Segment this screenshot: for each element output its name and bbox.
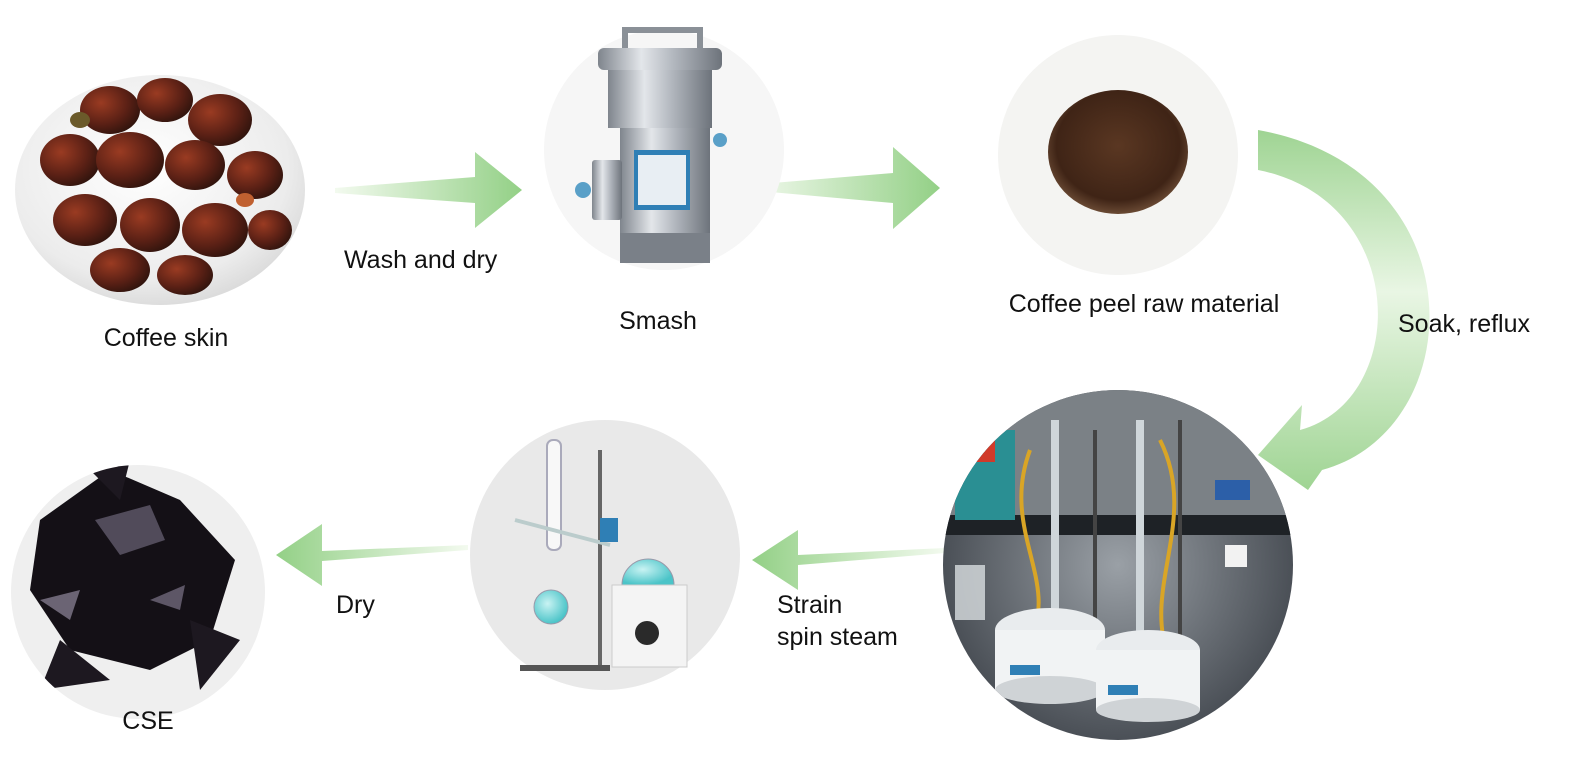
reflux-apparatus-image <box>943 390 1293 740</box>
label-coffee-skin: Coffee skin <box>103 324 229 352</box>
label-spin-steam: spin steam <box>777 623 898 651</box>
arrow-dry <box>276 524 468 586</box>
coffee-skin-image <box>15 75 305 305</box>
rotary-evaporator-image <box>470 420 740 690</box>
label-dry: Dry <box>336 591 375 619</box>
grinder-image <box>544 27 784 270</box>
coffee-powder-image <box>998 35 1238 275</box>
label-smash: Smash <box>619 307 697 335</box>
arrow-smash-to-powder <box>748 147 940 229</box>
label-cse: CSE <box>122 707 174 735</box>
cse-image <box>11 465 265 719</box>
label-strain-spin-steam: Strain spin steam <box>777 589 977 653</box>
label-soak-reflux: Soak, reflux <box>1398 310 1531 338</box>
arrow-wash-and-dry <box>335 152 522 228</box>
label-coffee-peel-raw-material: Coffee peel raw material <box>1008 290 1280 318</box>
label-strain: Strain <box>777 591 843 619</box>
arrow-soak-reflux <box>1258 130 1430 490</box>
label-wash-and-dry: Wash and dry <box>344 246 498 274</box>
arrow-strain <box>752 530 945 590</box>
